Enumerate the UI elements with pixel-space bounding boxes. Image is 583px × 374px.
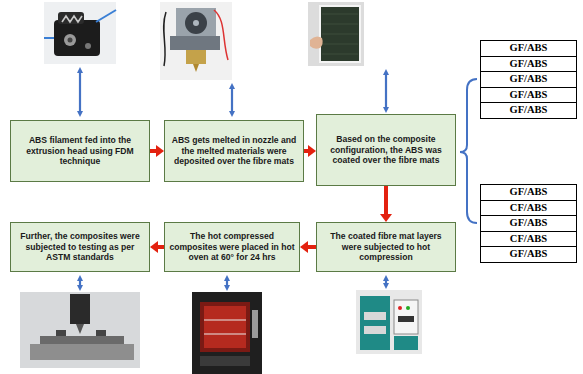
layer-label: GF/ABS bbox=[510, 249, 548, 260]
layer-label: CF/ABS bbox=[510, 203, 547, 214]
flow-arrow bbox=[150, 241, 164, 253]
printhead-photo bbox=[160, 2, 232, 80]
process-box: Further, the composites were subjected t… bbox=[10, 222, 150, 272]
arrow-shaft bbox=[157, 245, 164, 249]
arrow-shaft bbox=[384, 186, 388, 215]
box-text: ABS filament fed into the extrusion head… bbox=[15, 135, 145, 166]
process-box: ABS filament fed into the extrusion head… bbox=[10, 120, 150, 182]
table-cell: GF/ABS bbox=[480, 87, 577, 104]
arrow-head bbox=[156, 145, 164, 157]
process-box: Based on the composite configuration, th… bbox=[316, 114, 456, 186]
box-text: Further, the composites were subjected t… bbox=[15, 231, 145, 262]
box-text: Based on the composite configuration, th… bbox=[321, 134, 451, 165]
flow-arrow bbox=[304, 145, 316, 157]
table-cell: CF/ABS bbox=[480, 231, 577, 248]
flow-arrow bbox=[380, 186, 392, 222]
layer-label: GF/ABS bbox=[510, 43, 548, 54]
box-text: ABS gets melted in nozzle and the melted… bbox=[169, 135, 299, 166]
table-cell: CF/ABS bbox=[480, 200, 577, 217]
layer-label: GF/ABS bbox=[510, 105, 548, 116]
table-cell: GF/ABS bbox=[480, 184, 577, 201]
bracket bbox=[460, 79, 477, 223]
process-box: ABS gets melted in nozzle and the melted… bbox=[164, 120, 304, 182]
arrow-shaft bbox=[307, 245, 316, 249]
arrow-head bbox=[300, 241, 308, 253]
process-box: The coated fibre mat layers were subject… bbox=[316, 222, 456, 272]
flow-arrow bbox=[150, 145, 164, 157]
arrow-head bbox=[308, 145, 316, 157]
layer-label: GF/ABS bbox=[510, 187, 548, 198]
layer-label: CF/ABS bbox=[510, 234, 547, 245]
layer-label: GF/ABS bbox=[510, 59, 548, 70]
flow-arrow bbox=[300, 241, 316, 253]
extruder-photo bbox=[44, 2, 116, 64]
arrow-head bbox=[150, 241, 158, 253]
layer-label: GF/ABS bbox=[510, 218, 548, 229]
fibre-mat-photo bbox=[308, 2, 364, 66]
box-text: The hot compressed composites were place… bbox=[169, 231, 295, 262]
table-cell: GF/ABS bbox=[480, 40, 577, 57]
layer-label: GF/ABS bbox=[510, 74, 548, 85]
arrow-head bbox=[380, 214, 392, 222]
table-cell: GF/ABS bbox=[480, 71, 577, 88]
table-cell: GF/ABS bbox=[480, 56, 577, 73]
process-box: The hot compressed composites were place… bbox=[164, 222, 300, 272]
table-cell: GF/ABS bbox=[480, 215, 577, 232]
testing-machine-photo bbox=[20, 292, 140, 368]
arrow-shaft bbox=[150, 149, 157, 153]
box-text: The coated fibre mat layers were subject… bbox=[321, 231, 451, 262]
hot-press-photo bbox=[356, 290, 422, 354]
table-cell: GF/ABS bbox=[480, 246, 577, 263]
table-cell: GF/ABS bbox=[480, 102, 577, 119]
layer-label: GF/ABS bbox=[510, 90, 548, 101]
oven-photo bbox=[192, 292, 262, 374]
